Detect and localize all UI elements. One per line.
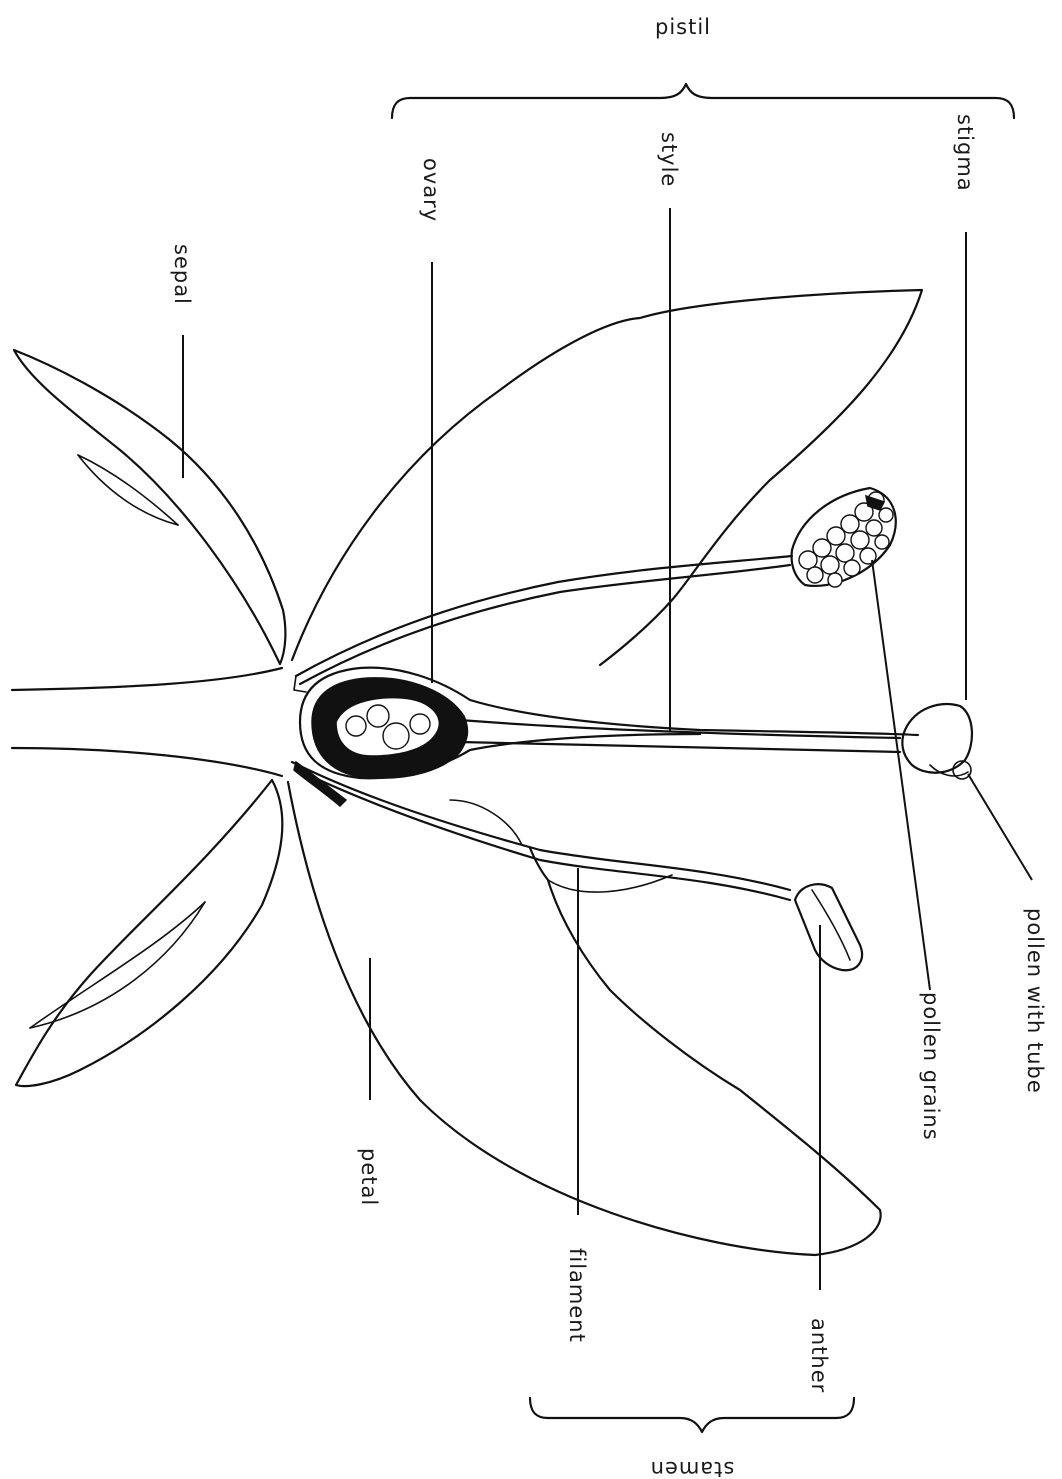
pedicel [12,668,282,776]
pistil-structure [300,668,972,779]
pistil-brace [392,84,1014,118]
leader-lines [183,208,1032,1290]
style-label: style [657,132,681,187]
pollen-with-tube-label: pollen with tube [1023,908,1047,1094]
petal-upper [292,290,922,665]
filament-upper [294,556,792,692]
sepal-label: sepal [170,244,194,305]
anther-upper [792,488,896,587]
leader-pollen-with-tube [968,774,1032,880]
petal-label: petal [357,1148,381,1206]
pistil-label: pistil [655,15,711,39]
pollen-grains-label: pollen grains [919,992,943,1141]
sepal-lower [16,780,282,1086]
sepal-upper [14,350,285,664]
anther-lower [795,884,862,970]
stamen-label: stamen [650,1457,735,1479]
stamen-brace [530,1398,854,1432]
filament-lower [292,762,790,900]
leader-pollen-grains [872,560,930,990]
anther-label: anther [807,1318,831,1393]
filament-label: filament [565,1248,589,1343]
stigma-label: stigma [953,114,977,192]
ovary-label: ovary [419,158,443,222]
